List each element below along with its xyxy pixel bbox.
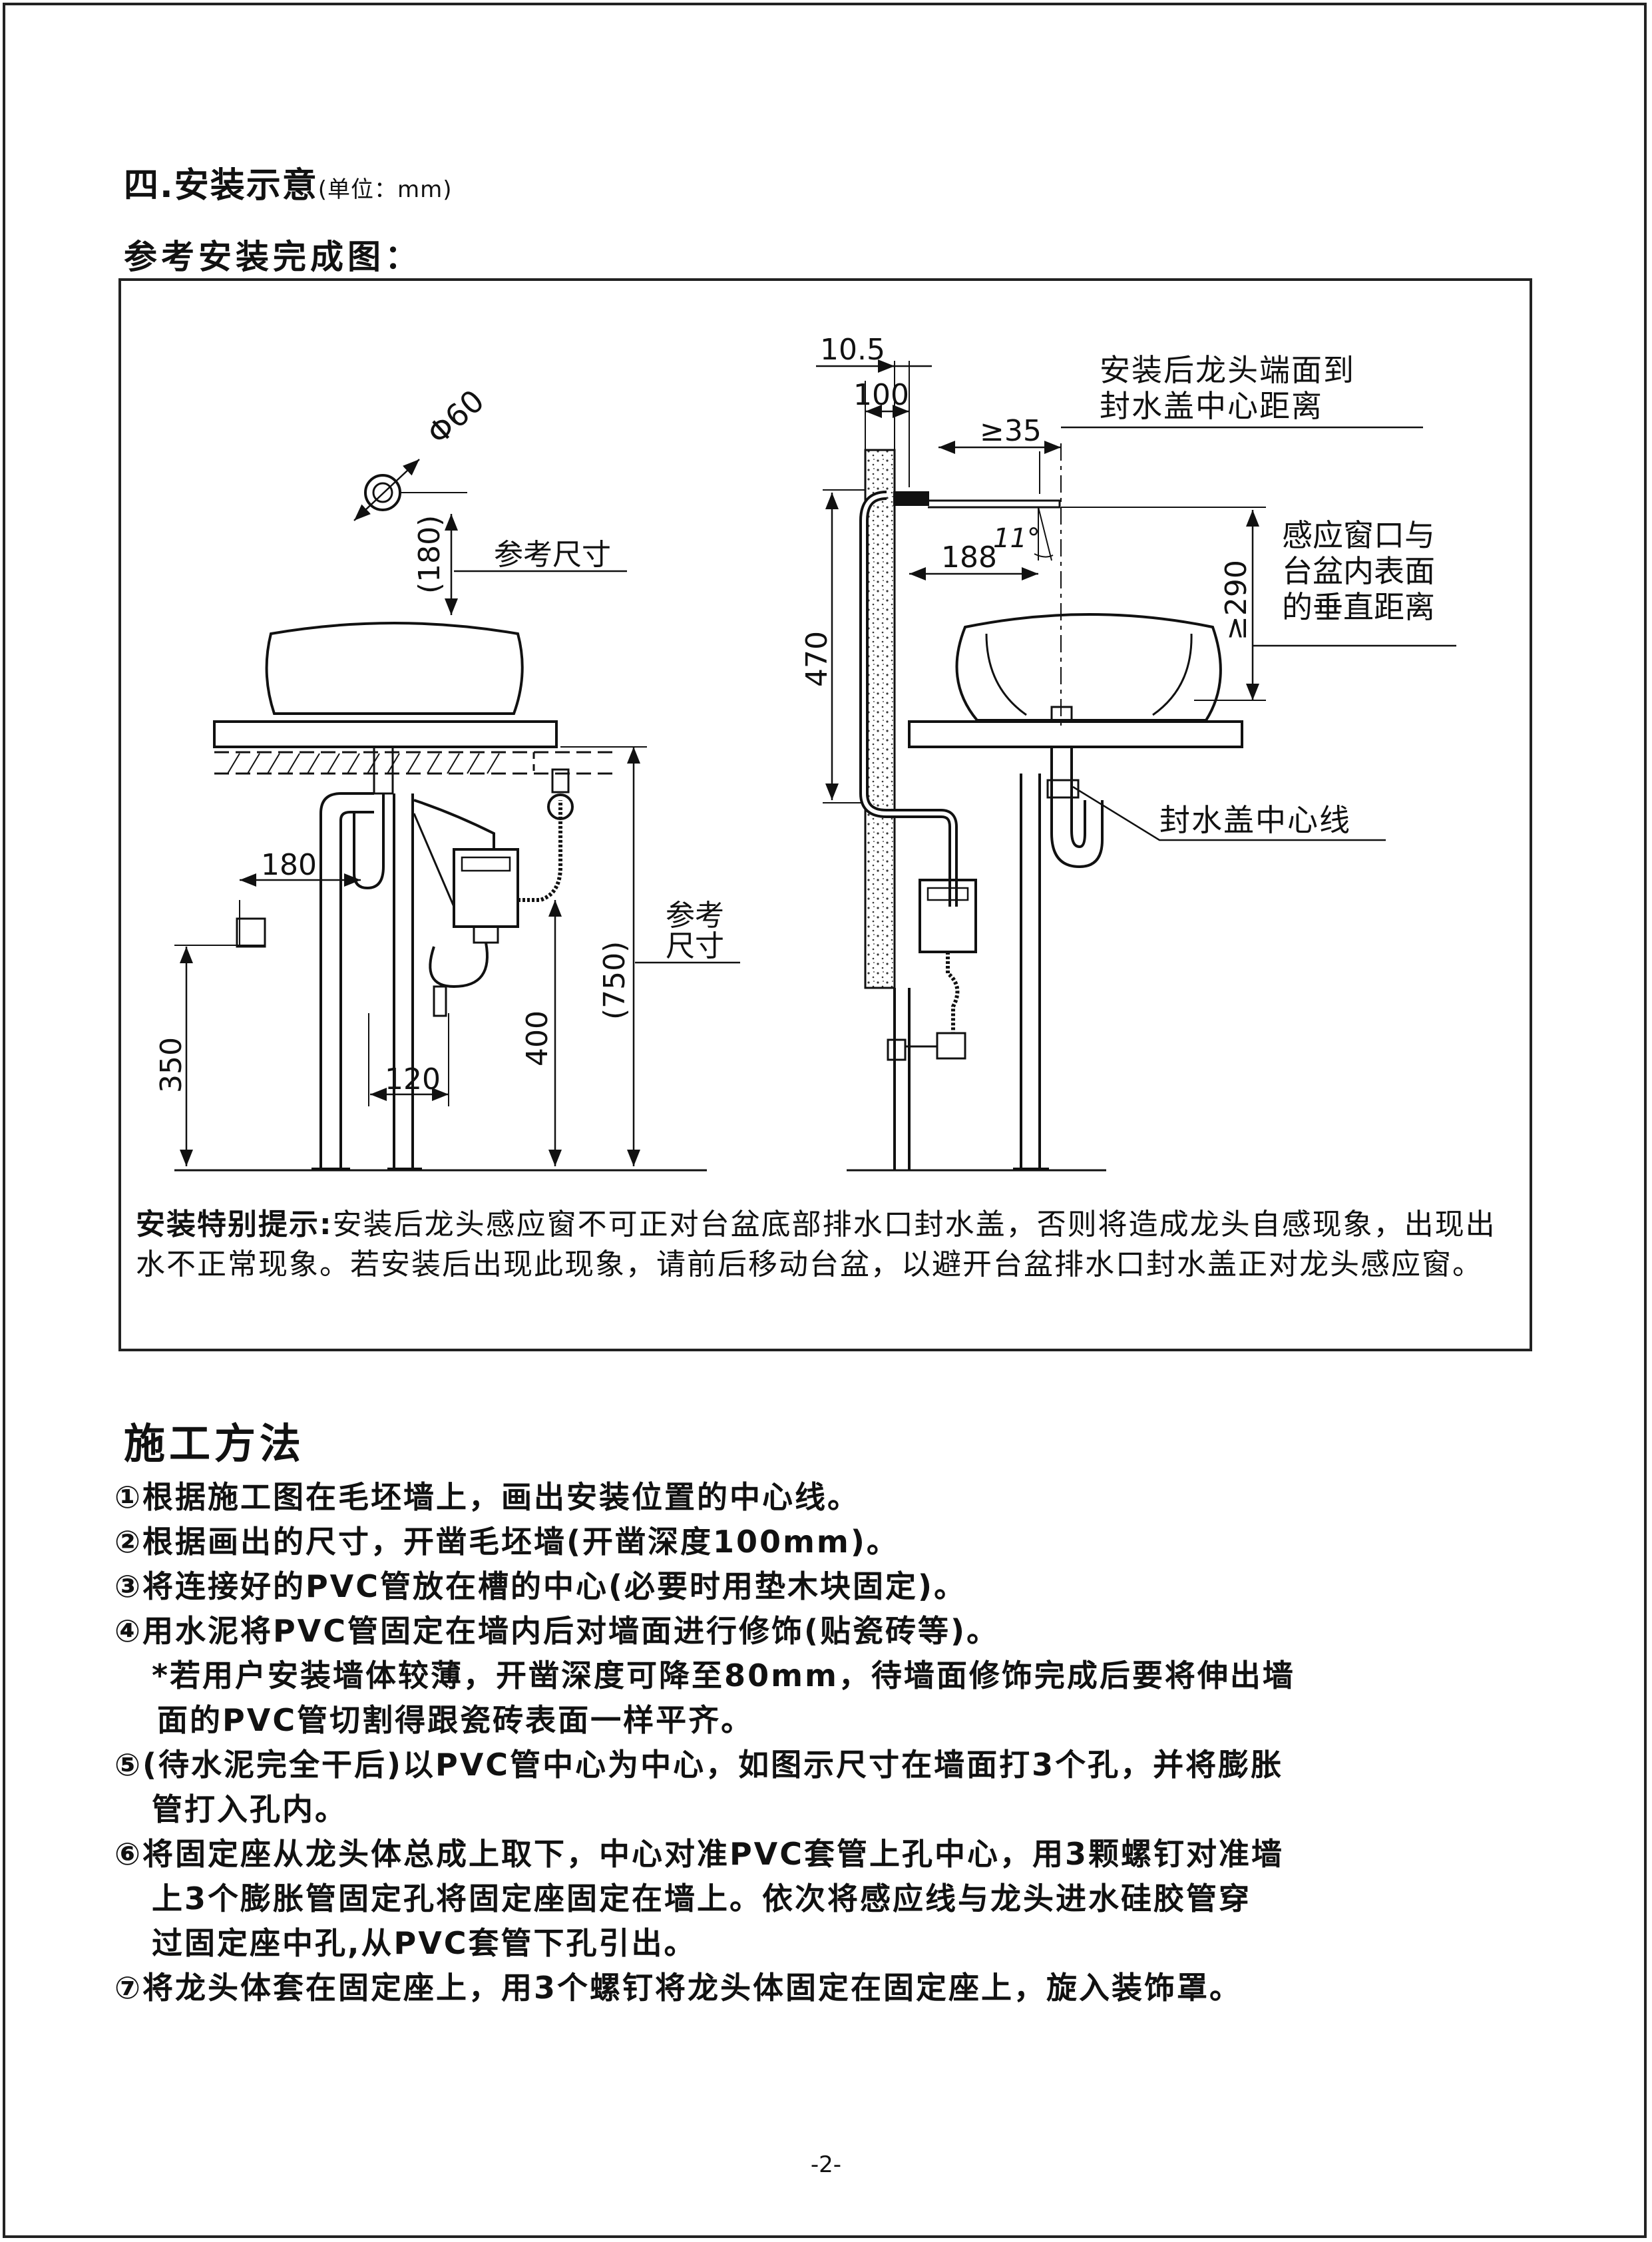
page-frame — [3, 3, 1647, 2238]
ref-size-2-line2: 尺寸 — [666, 929, 724, 963]
step-6-line3: 过固定座中孔,从PVC套管下孔引出。 — [152, 1925, 697, 1961]
right-diagram-labels: 10.5 100 ≥35 11° 188 470 ≥290 安装后龙头端面到 封… — [800, 333, 1435, 838]
dim-100: 100 — [853, 378, 909, 412]
dim-180-vertical: (180) — [413, 515, 447, 594]
dim-120: 120 — [385, 1062, 441, 1096]
step-7: ⑦将龙头体套在固定座上，用3个螺钉将龙头体固定在固定座上，旋入装饰罩。 — [114, 1970, 1242, 2006]
step-6-line1: ⑥将固定座从龙头体总成上取下，中心对准PVC套管上孔中心，用3颗螺钉对准墙 — [114, 1836, 1285, 1872]
label-window-line3: 的垂直距离 — [1282, 589, 1435, 625]
note-label: 安装特别提示: — [136, 1208, 333, 1241]
dim-min-35: ≥35 — [980, 414, 1042, 448]
dim-phi60: Φ60 — [420, 383, 491, 452]
label-window-line1: 感应窗口与 — [1282, 517, 1435, 553]
dim-180-horizontal: 180 — [261, 848, 317, 882]
note-text: 安装后龙头感应窗不可正对台盆底部排水口封水盖，否则将造成龙头自感现象，出现出水不… — [136, 1208, 1496, 1281]
section-heading: 四.安装示意(单位：mm) — [124, 157, 453, 207]
section-unit: (单位：mm) — [317, 176, 453, 203]
ref-size-2-line1: 参考 — [666, 899, 724, 933]
label-distance-line2: 封水盖中心距离 — [1100, 388, 1323, 424]
installation-note: 安装特别提示:安装后龙头感应窗不可正对台盆底部排水口封水盖，否则将造成龙头自感现… — [136, 1205, 1507, 1285]
step-3: ③将连接好的PVC管放在槽的中心(必要时用垫木块固定)。 — [114, 1568, 967, 1604]
step-5-line2: 管打入孔内。 — [152, 1791, 347, 1827]
right-diagram — [816, 359, 1456, 1172]
label-centerline: 封水盖中心线 — [1159, 802, 1351, 838]
section-heading-text: 四.安装示意 — [124, 166, 318, 206]
left-diagram-labels: Φ60 (180) 参考尺寸 180 350 400 120 (750) 参考 … — [154, 383, 724, 1096]
label-distance-line1: 安装后龙头端面到 — [1100, 352, 1355, 388]
installation-diagram: Φ60 (180) 参考尺寸 180 350 400 120 (750) 参考 … — [154, 333, 1456, 1172]
dim-750: (750) — [598, 941, 632, 1020]
left-diagram — [174, 459, 740, 1172]
installation-figure: Φ60 (180) 参考尺寸 180 350 400 120 (750) 参考 … — [118, 278, 1532, 1351]
dim-min-290: ≥290 — [1219, 560, 1253, 640]
step-1: ①根据施工图在毛坯墙上，画出安装位置的中心线。 — [114, 1479, 860, 1515]
dim-10-5: 10.5 — [820, 333, 885, 367]
dim-11-degree: 11° — [993, 523, 1040, 554]
dim-470: 470 — [800, 631, 834, 687]
figure-caption: 参考安装完成图： — [124, 238, 422, 276]
method-steps: ①根据施工图在毛坯墙上，画出安装位置的中心线。 ②根据画出的尺寸，开凿毛坯墙(开… — [114, 1475, 1579, 2010]
step-6-line2: 上3个膨胀管固定孔将固定座固定在墙上。依次将感应线与龙头进水硅胶管穿 — [152, 1881, 1252, 1916]
label-window-line2: 台盆内表面 — [1282, 553, 1435, 589]
dim-188: 188 — [941, 541, 997, 574]
page-number: -2- — [810, 2151, 842, 2178]
step-4: ④用水泥将PVC管固定在墙内后对墙面进行修饰(贴瓷砖等)。 — [114, 1613, 1000, 1649]
ref-size-label: 参考尺寸 — [494, 538, 611, 572]
dim-350: 350 — [154, 1037, 188, 1093]
method-title: 施工方法 — [124, 1419, 306, 1468]
dim-400: 400 — [520, 1010, 554, 1066]
step-5-line1: ⑤(待水泥完全干后)以PVC管中心为中心，如图示尺寸在墙面打3个孔，并将膨胀 — [114, 1747, 1284, 1783]
step-4-note-line1: *若用户安装墙体较薄，开凿深度可降至80mm，待墙面修饰完成后要将伸出墙 — [152, 1658, 1295, 1693]
step-4-note-line2: 面的PVC管切割得跟瓷砖表面一样平齐。 — [157, 1702, 754, 1738]
step-2: ②根据画出的尺寸，开凿毛坯墙(开凿深度100mm)。 — [114, 1524, 899, 1560]
